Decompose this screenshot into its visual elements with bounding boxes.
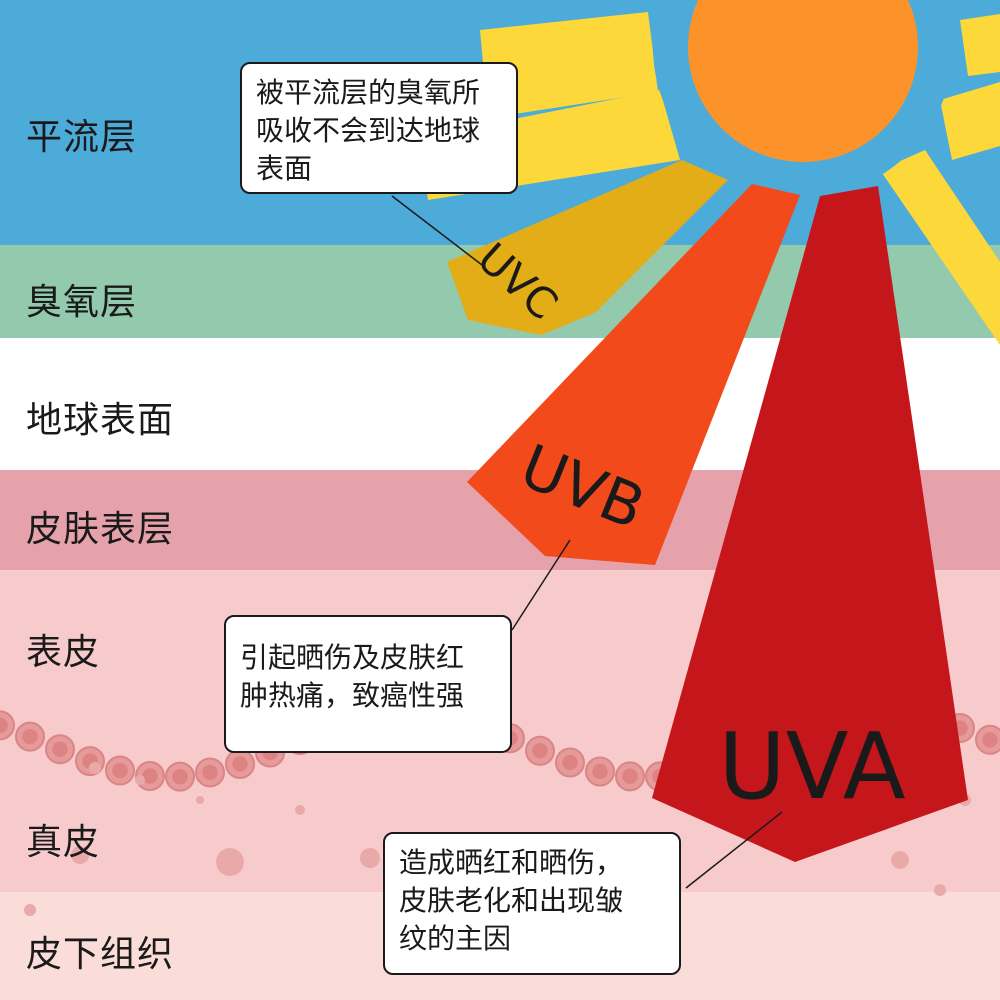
sun-ray-top-left [480, 12, 658, 118]
layer-label-earth-surface: 地球表面 [26, 400, 175, 441]
skin-cell-nucleus [592, 763, 608, 780]
sun-ray-right-mid [940, 82, 1000, 160]
layer-label-stratosphere: 平流层 [26, 117, 138, 158]
sun-icon [688, 0, 918, 162]
skin-cell-nucleus [0, 717, 8, 734]
tissue-dot [71, 846, 89, 864]
layer-label-ozone: 臭氧层 [26, 282, 138, 323]
skin-cell-nucleus [622, 768, 638, 785]
sun-ray-right-top [960, 14, 1000, 76]
tissue-dot [24, 904, 36, 916]
layer-label-dermis: 真皮 [26, 822, 101, 863]
layer-label-skin-surface: 皮肤表层 [26, 509, 175, 550]
uvb-ray [467, 184, 800, 565]
skin-cell-nucleus [142, 768, 158, 784]
skin-cell-nucleus [112, 762, 128, 779]
layer-label-subcutaneous: 皮下组织 [26, 934, 175, 975]
tissue-dot [135, 775, 145, 785]
uvc-ray [447, 160, 728, 335]
uvc-leader-line [391, 195, 483, 266]
tissue-dot [891, 851, 909, 869]
skin-cell-nucleus [232, 756, 248, 772]
skin-cell-nucleus [172, 768, 188, 785]
tissue-dot [934, 884, 946, 896]
uvc-note: 被平流层的臭氧所 吸收不会到达地球 表面 [240, 62, 518, 194]
skin-cell-nucleus [52, 741, 68, 757]
tissue-dot [89, 762, 101, 774]
skin-cell-nucleus [532, 743, 548, 759]
tissue-dot [295, 805, 305, 815]
tissue-dot [360, 848, 380, 868]
uva-ray-label: UVA [718, 713, 905, 820]
skin-cell-nucleus [202, 764, 218, 781]
uva-leader-line [685, 811, 783, 889]
layer-label-epidermis: 表皮 [26, 632, 101, 673]
skin-cell-nucleus [22, 728, 38, 745]
uvb-leader-line [511, 539, 571, 631]
skin-cell-nucleus [982, 732, 998, 748]
tissue-dot [196, 796, 204, 804]
skin-cell-nucleus [562, 754, 578, 771]
uvb-note: 引起晒伤及皮肤红 肿热痛，致癌性强 [224, 615, 512, 753]
sun-ray-right-low [880, 150, 1000, 345]
uva-note: 造成晒红和晒伤， 皮肤老化和出现皱 纹的主因 [383, 832, 681, 975]
tissue-dot [216, 848, 244, 876]
uva-ray [652, 186, 968, 862]
